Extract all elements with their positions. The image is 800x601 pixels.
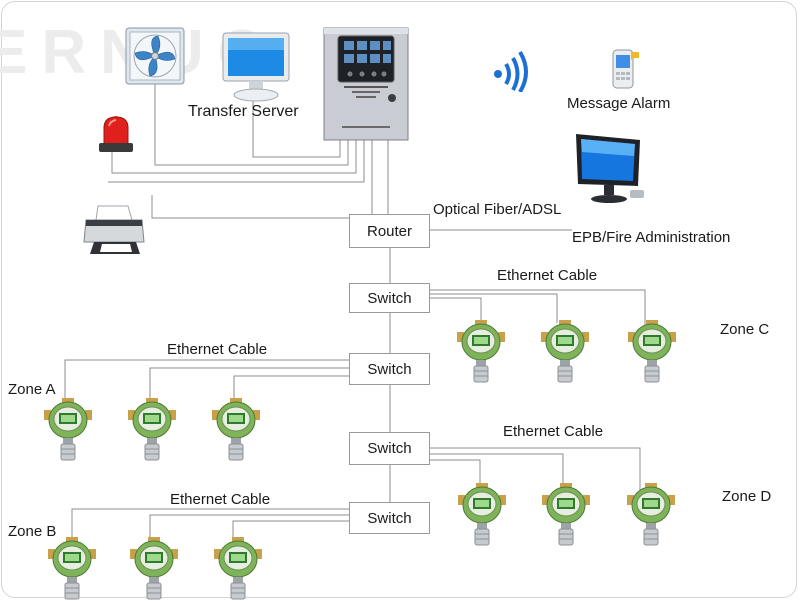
switch-box-1: Switch	[349, 283, 430, 313]
zone-c-label: Zone C	[720, 321, 770, 338]
wireless-signal-icon	[494, 50, 528, 92]
control-panel-icon	[323, 27, 409, 141]
zone-b-label: Zone B	[8, 523, 57, 540]
gas-detector-icon	[456, 483, 508, 547]
alarm-light-icon	[99, 116, 133, 152]
gas-detector-icon	[128, 537, 180, 601]
ethernet-cable-label-2: Ethernet Cable	[167, 341, 268, 358]
gas-detector-icon	[42, 398, 94, 462]
router-box: Router	[349, 214, 430, 248]
gas-detector-icon	[539, 320, 591, 384]
gas-detector-icon	[212, 537, 264, 601]
gas-detector-icon	[625, 483, 677, 547]
gas-detector-icon	[126, 398, 178, 462]
transfer-server-label: Transfer Server	[188, 103, 299, 120]
switch-box-3: Switch	[349, 432, 430, 465]
zone-d-label: Zone D	[722, 488, 772, 505]
gas-detector-icon	[46, 537, 98, 601]
printer-icon	[83, 205, 145, 254]
message-alarm-label: Message Alarm	[567, 95, 671, 112]
ethernet-cable-label-4: Ethernet Cable	[170, 491, 271, 508]
gas-detector-icon	[626, 320, 678, 384]
switch-box-4: Switch	[349, 502, 430, 534]
desktop-computer-icon	[576, 134, 644, 203]
monitor-icon	[222, 32, 290, 102]
ethernet-cable-label-3: Ethernet Cable	[503, 423, 604, 440]
mobile-phone-icon	[612, 49, 639, 89]
epb-fire-label: EPB/Fire Administration	[572, 229, 731, 246]
zone-a-label: Zone A	[8, 381, 56, 398]
optical-fiber-label: Optical Fiber/ADSL	[433, 201, 562, 218]
switch-box-2: Switch	[349, 353, 430, 385]
gas-detector-icon	[540, 483, 592, 547]
gas-detector-icon	[455, 320, 507, 384]
fan-icon	[125, 27, 185, 85]
gas-detector-icon	[210, 398, 262, 462]
ethernet-cable-label-1: Ethernet Cable	[497, 267, 598, 284]
